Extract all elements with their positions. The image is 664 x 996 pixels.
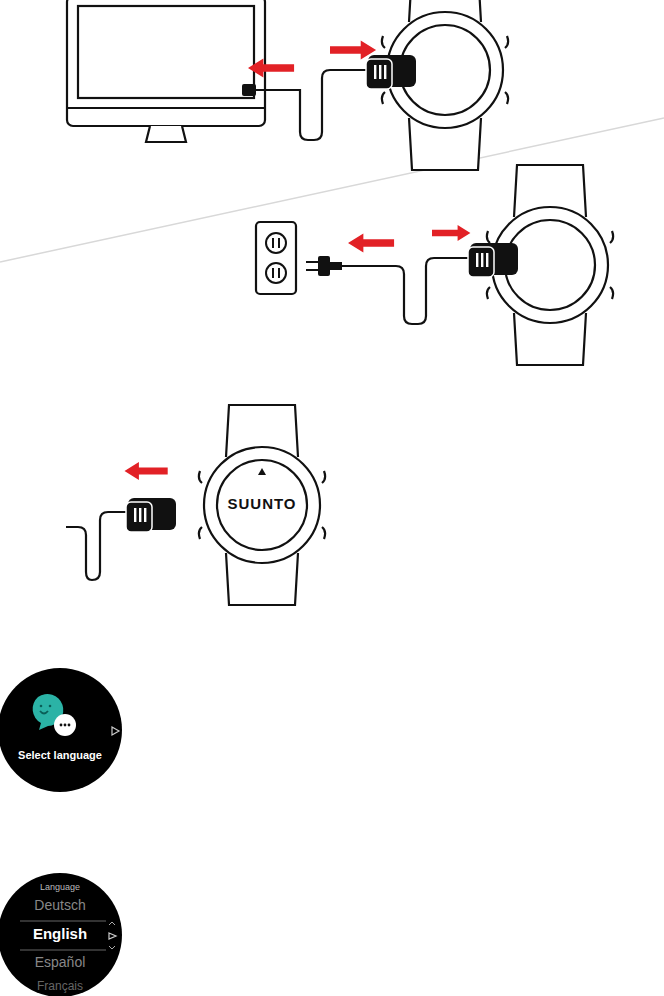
screen-label: Select language (0, 749, 122, 761)
watch-face-logo: SUUNTO (212, 492, 312, 518)
list-heading: Language (0, 882, 122, 892)
list-option: Français (0, 979, 122, 993)
select-language-screen: Select language (0, 668, 122, 792)
brand-logo: SUUNTO (212, 495, 312, 512)
list-option-selected: English (0, 925, 122, 942)
language-list-screen: LanguageDeutschEnglishEspañolFrançais (0, 873, 122, 996)
list-option: Español (0, 954, 122, 970)
list-option: Deutsch (0, 897, 122, 913)
